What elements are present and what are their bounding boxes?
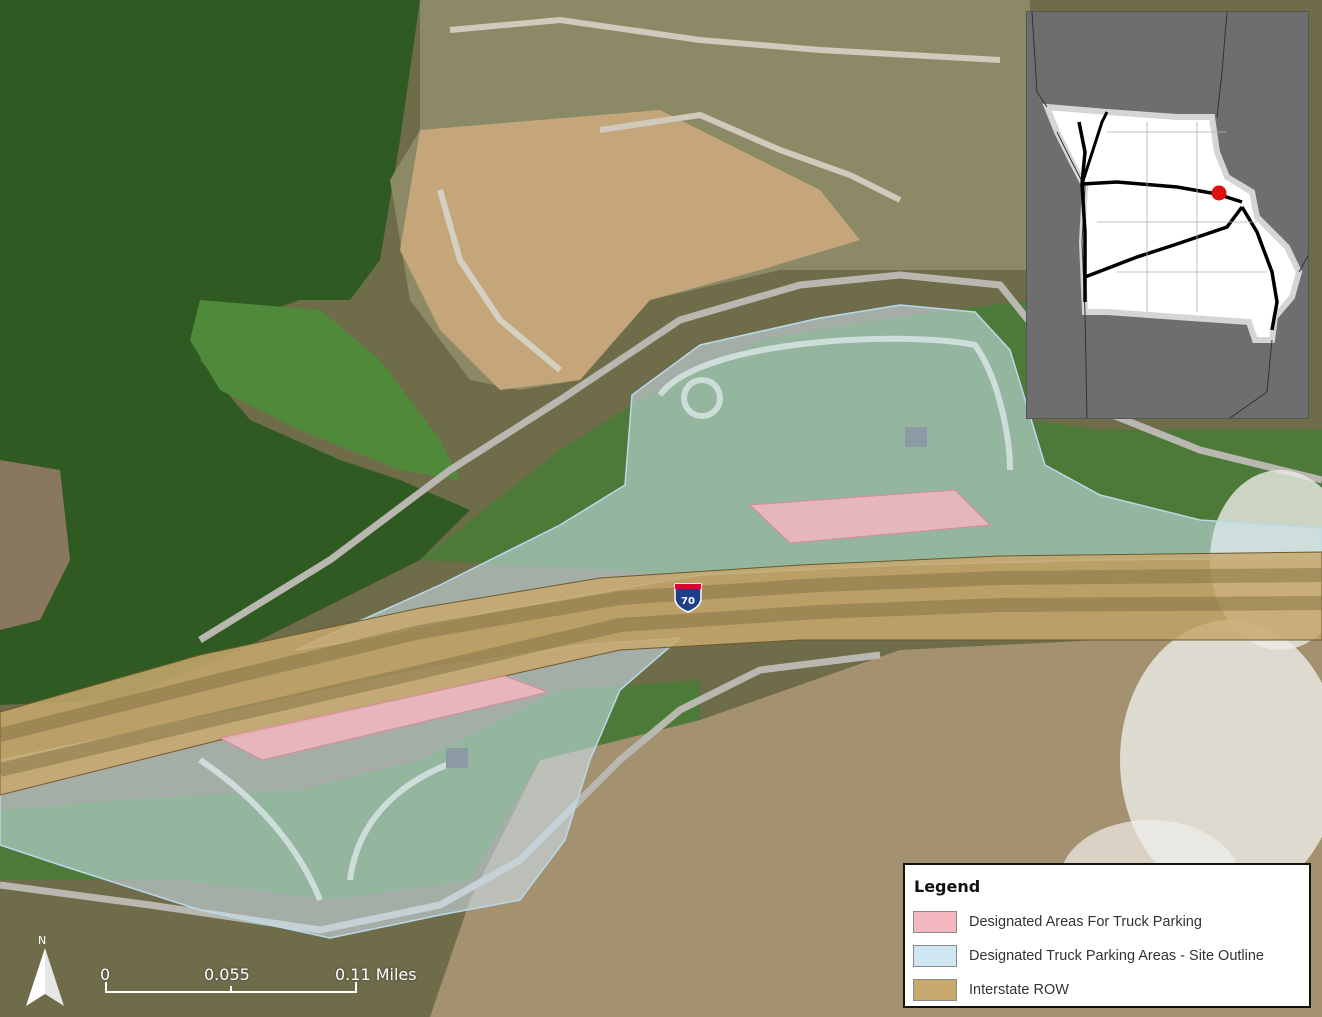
rest-area-loop-north: [681, 377, 723, 419]
scale-label-mid: 0.055: [204, 965, 250, 984]
legend-title: Legend: [914, 877, 981, 896]
north-arrow-icon: [26, 948, 64, 1006]
cul-de-sac-road: [437, 189, 562, 373]
inset-county-lines: [1097, 122, 1267, 312]
inset-interstate-i35: [1080, 111, 1109, 185]
residential-street-north: [449, 16, 1001, 63]
scale-bar: 0 0.055 0.11 Miles: [90, 960, 450, 1010]
open-field: [190, 300, 460, 480]
scale-label-0: 0: [100, 965, 111, 984]
rest-area-road-north: [657, 335, 1013, 471]
interstate-lanes-west: [0, 568, 1322, 742]
interstate-lanes-east: [0, 596, 1322, 777]
rest-building-north: [905, 427, 927, 447]
inset-map-svg: [1027, 12, 1308, 418]
inset-interstate-i44: [1084, 205, 1244, 279]
truck-parking-area-south[interactable]: [218, 675, 550, 761]
site-location-marker: [1211, 185, 1227, 201]
north-label: N: [38, 934, 47, 947]
legend-label-truck-parking: Designated Areas For Truck Parking: [969, 914, 1202, 930]
inset-interstate-i55: [1240, 206, 1279, 331]
residential-street: [599, 111, 902, 203]
construction-site: [400, 110, 860, 390]
forest-area-west: [0, 0, 470, 705]
scale-label-end: 0.11 Miles: [335, 965, 417, 984]
rest-building-south: [446, 748, 468, 768]
shield-number: 70: [681, 596, 695, 607]
bare-field-west: [0, 460, 70, 630]
interstate-70-shield: 70: [674, 583, 702, 613]
legend-label-interstate-row: Interstate ROW: [969, 982, 1069, 998]
state-boundary-east: [1228, 254, 1308, 418]
legend-panel: Legend Designated Areas For Truck Parkin…: [903, 863, 1311, 1008]
truck-parking-area-north[interactable]: [748, 489, 992, 544]
state-boundary-line: [1216, 12, 1228, 118]
interstate-row-swatch: [913, 979, 957, 1001]
site-outline-swatch: [913, 945, 957, 967]
inset-locator-map[interactable]: [1026, 11, 1309, 419]
legend-label-site-outline: Designated Truck Parking Areas - Site Ou…: [969, 948, 1264, 964]
frontage-road-north: [198, 271, 1322, 643]
scale-bar-graphic: [105, 982, 357, 993]
truck-parking-swatch: [913, 911, 957, 933]
